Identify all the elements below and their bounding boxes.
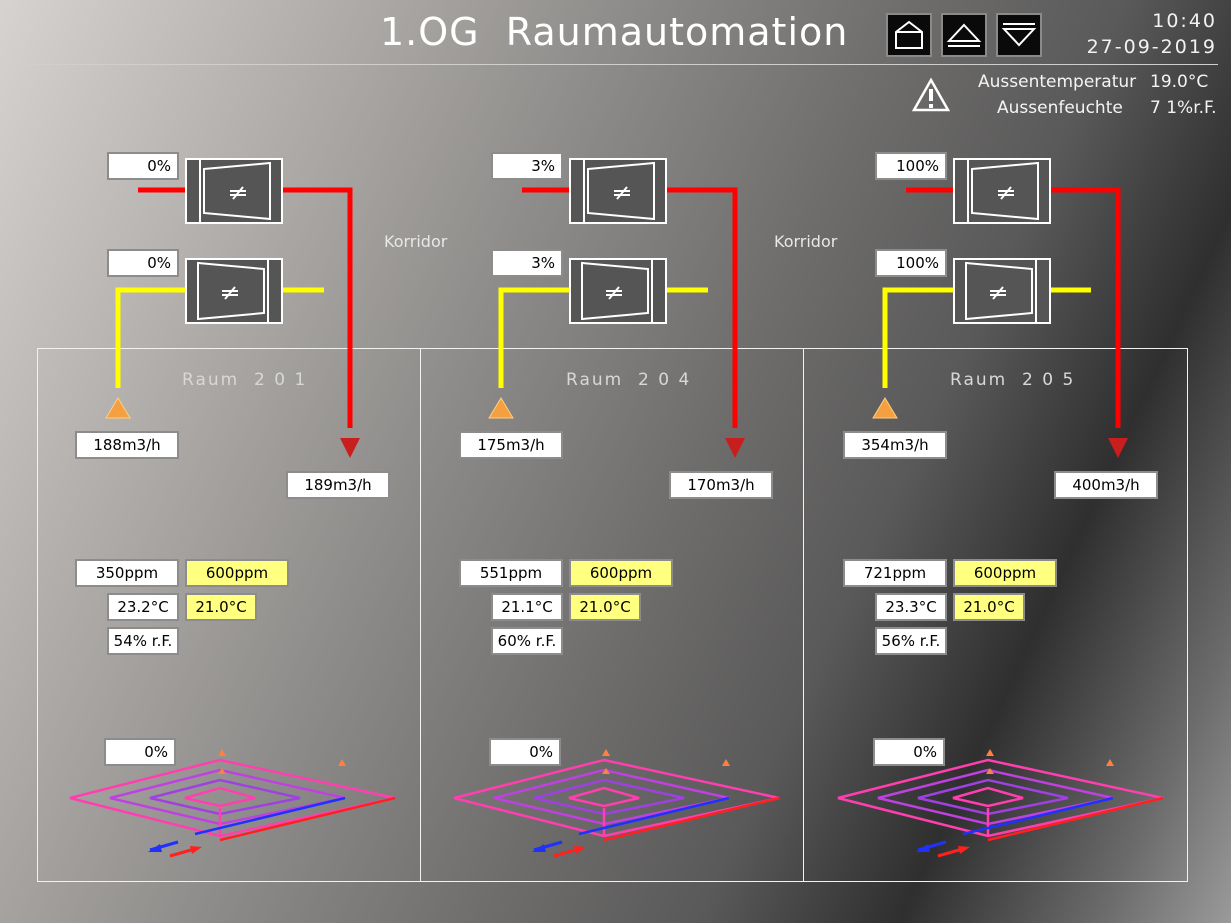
supply-damper-position[interactable]: 3%	[491, 152, 563, 180]
outside-temp-value: 19.0°C	[1150, 72, 1209, 92]
arrow-up-icon	[946, 23, 982, 47]
exhaust-airflow: 188m3/h	[75, 431, 179, 459]
humidity-value: 56% r.F.	[875, 627, 947, 655]
clock-time: 10:40	[1152, 10, 1217, 32]
co2-value: 551ppm	[459, 559, 563, 587]
room-name: Raum 2 0 5	[950, 370, 1076, 390]
page-down-button[interactable]	[996, 13, 1042, 57]
co2-value: 721ppm	[843, 559, 947, 587]
outside-temp-label: Aussentemperatur	[978, 72, 1137, 92]
home-icon	[895, 20, 923, 49]
floor-heating-valve[interactable]: 0%	[873, 738, 945, 766]
room-panel-205	[803, 348, 1188, 882]
temperature-value: 21.1°C	[491, 593, 563, 621]
clock-date: 27-09-2019	[1086, 36, 1217, 58]
floor-heating-valve[interactable]: 0%	[489, 738, 561, 766]
exhaust-damper-position[interactable]: 0%	[107, 249, 179, 277]
home-button[interactable]	[886, 13, 932, 57]
arrow-down-icon	[1001, 23, 1037, 47]
co2-setpoint[interactable]: 600ppm	[569, 559, 673, 587]
outside-humidity-value: 7 1%r.F.	[1150, 98, 1217, 118]
warning-icon[interactable]	[912, 77, 950, 113]
exhaust-damper-position[interactable]: 100%	[875, 249, 947, 277]
co2-setpoint[interactable]: 600ppm	[185, 559, 289, 587]
room-name: Raum 2 0 1	[182, 370, 308, 390]
outside-humidity-label: Aussenfeuchte	[997, 98, 1123, 118]
exhaust-airflow: 354m3/h	[843, 431, 947, 459]
co2-value: 350ppm	[75, 559, 179, 587]
header-divider	[12, 64, 1218, 65]
temperature-value: 23.3°C	[875, 593, 947, 621]
floor-heating-valve[interactable]: 0%	[104, 738, 176, 766]
supply-airflow: 189m3/h	[286, 471, 390, 499]
room-name: Raum 2 0 4	[566, 370, 692, 390]
supply-airflow: 170m3/h	[669, 471, 773, 499]
temperature-setpoint[interactable]: 21.0°C	[185, 593, 257, 621]
supply-damper-position[interactable]: 100%	[875, 152, 947, 180]
page-title: 1.OG Raumautomation 1	[380, 10, 913, 54]
temperature-value: 23.2°C	[107, 593, 179, 621]
humidity-value: 54% r.F.	[107, 627, 179, 655]
exhaust-damper-position[interactable]: 3%	[491, 249, 563, 277]
temperature-setpoint[interactable]: 21.0°C	[953, 593, 1025, 621]
corridor-label: Korridor	[774, 232, 838, 251]
supply-airflow: 400m3/h	[1054, 471, 1158, 499]
temperature-setpoint[interactable]: 21.0°C	[569, 593, 641, 621]
supply-damper-position[interactable]: 0%	[107, 152, 179, 180]
page-up-button[interactable]	[941, 13, 987, 57]
corridor-label: Korridor	[384, 232, 448, 251]
humidity-value: 60% r.F.	[491, 627, 563, 655]
exhaust-airflow: 175m3/h	[459, 431, 563, 459]
co2-setpoint[interactable]: 600ppm	[953, 559, 1057, 587]
